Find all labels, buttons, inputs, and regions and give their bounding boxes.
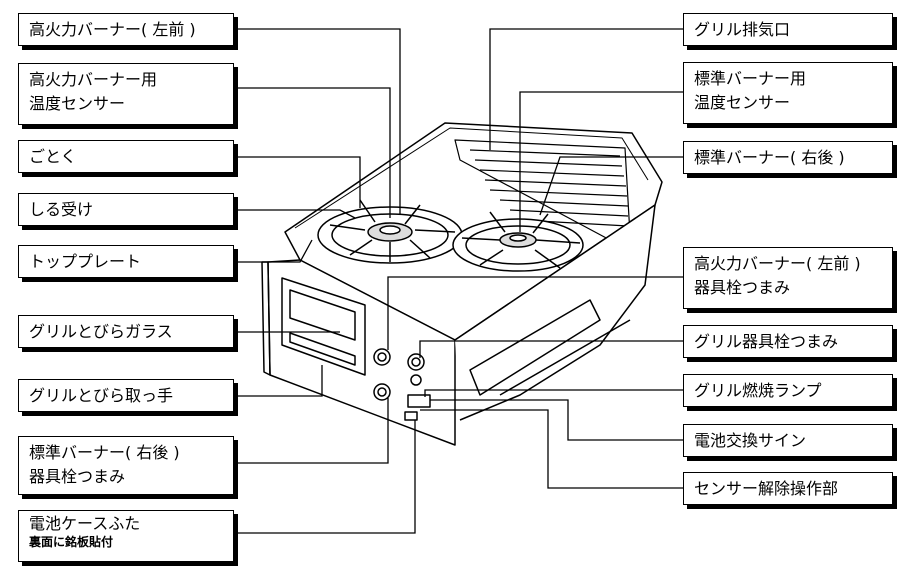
label-std-sensor-line2: 温度センサー xyxy=(694,93,791,112)
label-grill-exhaust: グリル排気口 xyxy=(683,13,893,46)
label-grill-lamp: グリル燃焼ランプ xyxy=(683,374,893,407)
label-grill-handle: グリルとびら取っ手 xyxy=(18,379,234,412)
label-high-sensor-line1: 高火力バーナー用 xyxy=(29,70,158,89)
label-gotoku: ごとく xyxy=(18,140,234,173)
control-knobs xyxy=(373,348,431,421)
grill-door xyxy=(281,277,366,376)
label-std-burner: 標準バーナー( 右後 ) xyxy=(683,141,893,174)
label-grill-knob: グリル器具栓つまみ xyxy=(683,325,893,358)
label-high-burner: 高火力バーナー( 左前 ) xyxy=(18,13,234,46)
label-high-sensor: 高火力バーナー用 温度センサー xyxy=(18,63,234,125)
leader-lines xyxy=(236,28,683,534)
label-high-sensor-line2: 温度センサー xyxy=(29,94,126,113)
label-shiru-uke: しる受け xyxy=(18,193,234,226)
label-grill-glass: グリルとびらガラス xyxy=(18,315,234,348)
label-battery-cover: 電池ケースふた 裏面に銘板貼付 xyxy=(18,510,234,562)
label-high-knob-line2: 器具栓つまみ xyxy=(694,278,791,297)
label-std-sensor: 標準バーナー用 温度センサー xyxy=(683,62,893,124)
label-std-knob-line2: 器具栓つまみ xyxy=(29,467,126,486)
label-std-knob-line1: 標準バーナー( 右後 ) xyxy=(29,443,180,462)
label-high-knob-line1: 高火力バーナー( 左前 ) xyxy=(694,254,861,273)
label-battery-sub: 裏面に銘板貼付 xyxy=(29,535,114,549)
label-std-sensor-line1: 標準バーナー用 xyxy=(694,69,807,88)
label-top-plate: トッププレート xyxy=(18,245,234,278)
label-battery-sign: 電池交換サイン xyxy=(683,424,893,457)
std-burner-shape xyxy=(452,211,584,272)
label-high-knob: 高火力バーナー( 左前 ) 器具栓つまみ xyxy=(683,247,893,309)
label-battery-line1: 電池ケースふた xyxy=(29,514,141,533)
label-sensor-release: センサー解除操作部 xyxy=(683,472,893,505)
label-std-knob: 標準バーナー( 右後 ) 器具栓つまみ xyxy=(18,436,234,495)
